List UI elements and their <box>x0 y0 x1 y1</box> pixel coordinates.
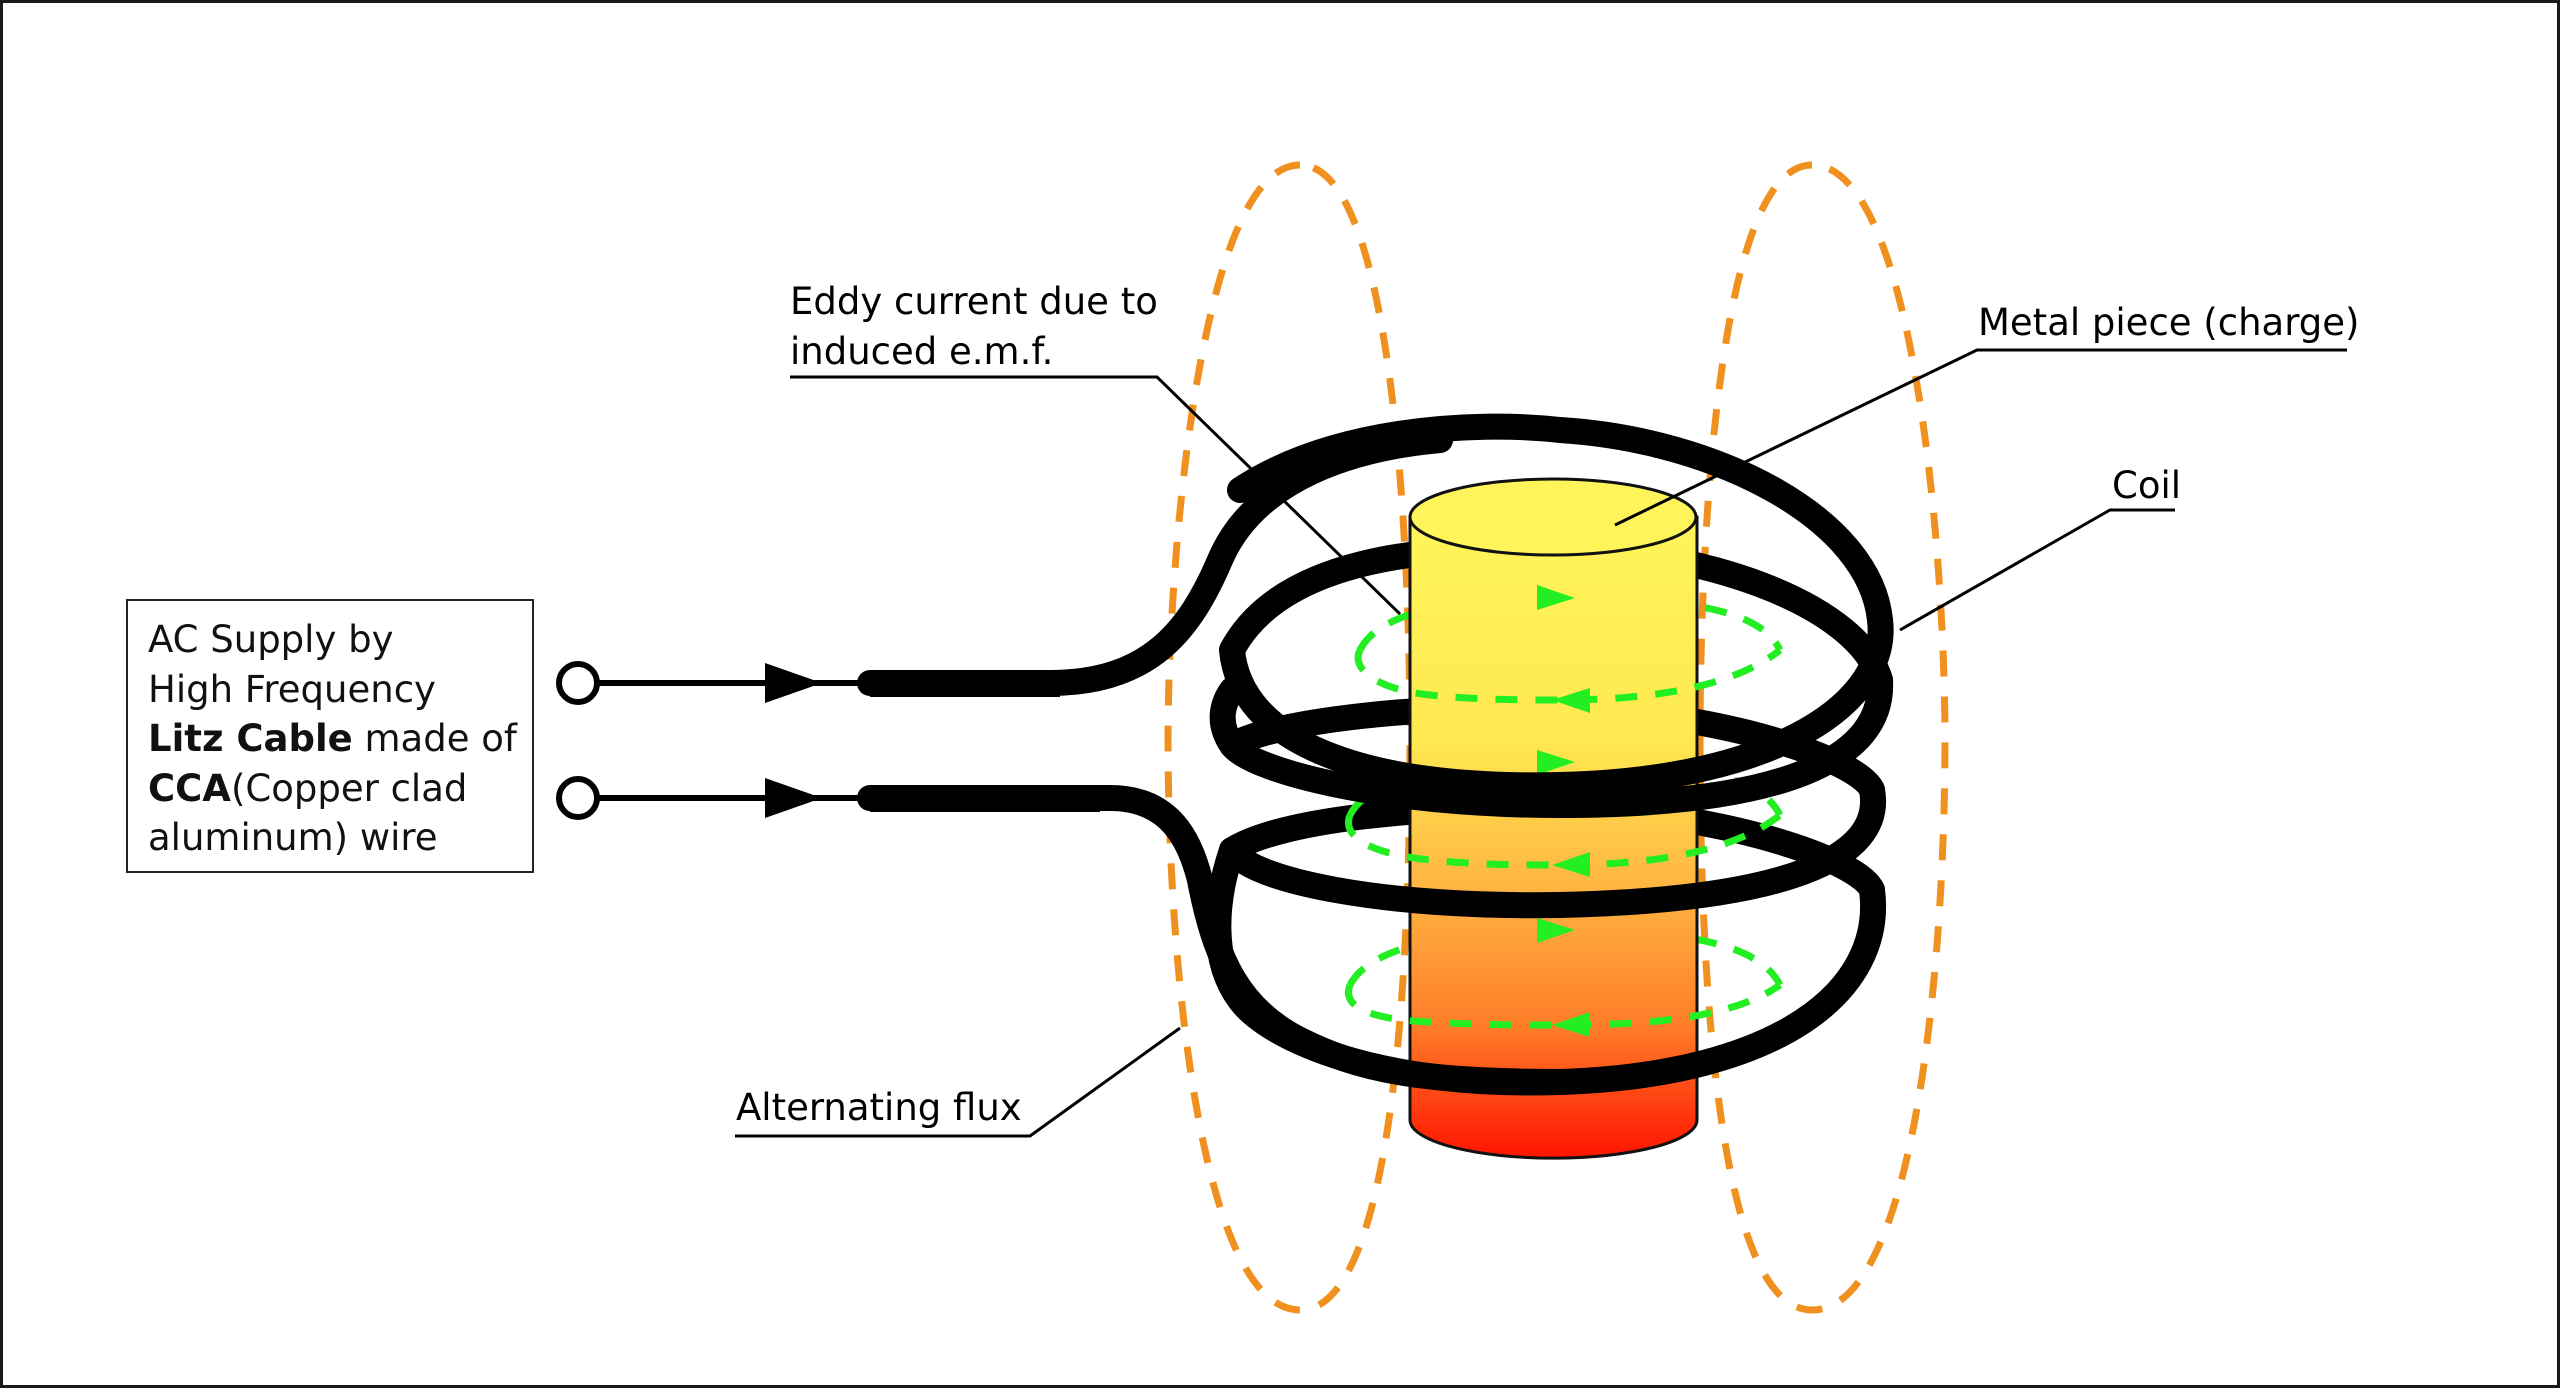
eddy-arrow-left <box>1552 852 1590 877</box>
charge-body <box>1408 515 1699 1160</box>
alternating-flux-label: Alternating flux <box>736 1086 1022 1129</box>
supply-line-3-rest: made of <box>352 717 517 760</box>
eddy-label-line2: induced e.m.f. <box>790 330 1053 373</box>
metal-piece-label: Metal piece (charge) <box>1978 301 2359 344</box>
supply-line-4-rest: (Copper clad <box>230 766 468 810</box>
coil <box>857 427 1894 1096</box>
supply-line-4: CCA(Copper clad <box>148 764 532 814</box>
coil-turn-2b <box>1219 777 1887 919</box>
terminal-top <box>556 661 600 705</box>
current-arrow-top <box>765 663 822 703</box>
eddy-arrows <box>1537 585 1590 1037</box>
leader-lines <box>735 348 2347 1138</box>
terminal-bottom <box>556 776 600 820</box>
coil-lead-bottom <box>857 785 1573 1095</box>
flux-loops <box>1164 161 1949 1314</box>
lead-top-thick <box>870 670 1060 697</box>
eddy-loops-front <box>1345 647 1783 1029</box>
flux-loop-right <box>1696 161 1949 1314</box>
eddy-label-line1: Eddy current due to <box>790 280 1158 323</box>
coil-turn-2 <box>1209 667 1894 819</box>
supply-line-3: Litz Cable made of <box>148 714 532 764</box>
flux-leader <box>735 1026 1181 1138</box>
coil-lead-top <box>857 427 1453 696</box>
litz-cable-bold: Litz Cable <box>148 717 353 760</box>
eddy-arrow-left <box>1552 1012 1590 1037</box>
input-leads <box>556 661 1100 820</box>
ac-supply-label-box: AC Supply by High Frequency Litz Cable m… <box>126 599 534 873</box>
supply-line-1: AC Supply by <box>148 618 394 661</box>
eddy-arrow-left <box>1552 688 1590 713</box>
charge-top <box>1408 477 1698 557</box>
lead-bottom-thick <box>870 785 1100 812</box>
current-arrow-bottom <box>765 778 822 818</box>
coil-turn-1 <box>1219 607 1894 799</box>
metal-charge <box>1408 477 1699 1160</box>
coil-leader <box>1899 508 2175 632</box>
supply-line-5: aluminum) wire <box>148 816 438 859</box>
coil-label: Coil <box>2112 464 2181 507</box>
eddy-arrow-right <box>1537 918 1575 943</box>
flux-loop-left <box>1164 161 1414 1314</box>
eddy-arrow-right <box>1537 750 1575 775</box>
eddy-leader <box>790 375 1402 616</box>
supply-line-2: High Frequency <box>148 667 436 711</box>
eddy-arrow-right <box>1537 585 1575 610</box>
cca-bold: CCA <box>148 766 231 810</box>
metal-leader <box>1614 348 2347 527</box>
